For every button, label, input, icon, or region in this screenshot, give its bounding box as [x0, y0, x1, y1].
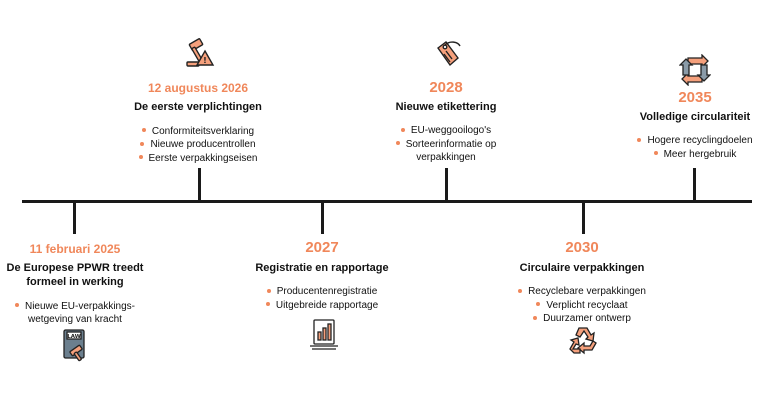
tick-2026: [198, 168, 201, 200]
event-title: De eerste verplichtingen: [134, 101, 262, 114]
event-2028: 2028 Nieuwe etikettering EU-weggooilogo'…: [370, 79, 522, 165]
bullet-item: Nieuwe producentrollen: [123, 138, 273, 152]
event-date: 2028: [429, 79, 463, 96]
event-bullets: Nieuwe EU-verpakkings- wetgeving van kra…: [0, 300, 150, 327]
timeline-axis: [22, 200, 752, 203]
bullet-item: Nieuwe EU-verpakkings-: [0, 300, 150, 314]
event-title: Circulaire verpakkingen: [519, 261, 645, 274]
bullet-item: Recyclebare verpakkingen: [506, 285, 658, 299]
event-bullets: Producentenregistratie Uitgebreide rappo…: [246, 285, 398, 312]
event-date: 2035: [678, 89, 712, 106]
event-title: Nieuwe etikettering: [395, 100, 497, 113]
event-2027: 2027 Registratie en rapportage Producent…: [246, 239, 398, 312]
event-date: 2027: [305, 239, 339, 256]
event-date: 11 februari 2025: [29, 242, 121, 256]
price-tag-icon: [437, 41, 461, 67]
bullet-item: Sorteerinformatie op: [370, 138, 522, 152]
event-date: 2030: [565, 239, 599, 256]
recycle-icon: [569, 327, 597, 355]
gavel-warning-icon: !: [186, 38, 215, 67]
tick-2035: [693, 168, 696, 200]
svg-text:LAW: LAW: [67, 334, 81, 340]
event-bullets: Recyclebare verpakkingen Verplicht recyc…: [506, 285, 658, 326]
bullet-item: Verplicht recyclaat: [506, 299, 658, 313]
event-2026: 12 augustus 2026 De eerste verplichtinge…: [123, 81, 273, 166]
svg-text:!: !: [203, 56, 207, 65]
event-2030: 2030 Circulaire verpakkingen Recyclebare…: [506, 239, 658, 326]
event-title: De Europese PPWR treedt formeel in werki…: [6, 262, 144, 288]
tick-2025: [73, 202, 76, 234]
tick-2027: [321, 202, 324, 234]
event-title: Volledige circulariteit: [639, 110, 751, 123]
bullet-item: wetgeving van kracht: [28, 314, 122, 326]
bullet-item: Conformiteitsverklaring: [123, 125, 273, 139]
bullet-item: Duurzamer ontwerp: [506, 312, 658, 326]
event-2025: 11 februari 2025 De Europese PPWR treedt…: [0, 242, 150, 327]
event-2035: 2035 Volledige circulariteit Hogere recy…: [620, 89, 770, 161]
tick-2028: [445, 168, 448, 200]
circular-arrows-icon: [679, 54, 711, 86]
event-date: 12 augustus 2026: [147, 81, 249, 95]
event-bullets: EU-weggooilogo's Sorteerinformatie op ve…: [370, 124, 522, 165]
event-bullets: Hogere recyclingdoelen Meer hergebruik: [620, 134, 770, 161]
law-book-gavel-icon: LAW: [63, 329, 85, 362]
event-bullets: Conformiteitsverklaring Nieuwe producent…: [123, 125, 273, 166]
bullet-item: Eerste verpakkingseisen: [123, 152, 273, 166]
bullet-item: Meer hergebruik: [620, 148, 770, 162]
tick-2030: [582, 202, 585, 234]
bullet-item: verpakkingen: [416, 152, 476, 164]
bullet-item: Hogere recyclingdoelen: [620, 134, 770, 148]
bullet-item: EU-weggooilogo's: [370, 124, 522, 138]
event-title: Registratie en rapportage: [255, 261, 389, 274]
report-chart-icon: [310, 319, 338, 350]
bullet-item: Producentenregistratie: [246, 285, 398, 299]
bullet-item: Uitgebreide rapportage: [246, 299, 398, 313]
